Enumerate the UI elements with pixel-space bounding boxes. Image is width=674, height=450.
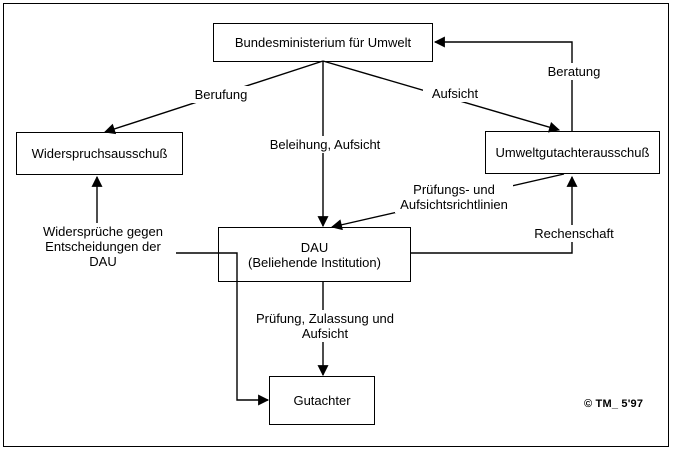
node-dau-label-line2: (Beliehende Institution) [248, 254, 381, 270]
edge-label-pruefungsrichtlinien: Prüfungs- und Aufsichtsrichtlinien [395, 181, 513, 213]
edge-label-rechenschaft-text: Rechenschaft [534, 226, 614, 241]
node-bundesministerium-label: Bundesministerium für Umwelt [234, 35, 412, 50]
node-bundesministerium: Bundesministerium für Umwelt [213, 23, 433, 62]
edge-label-widersprueche: Widersprüche gegen Entscheidungen der DA… [30, 223, 176, 270]
copyright-text: © TM_ 5'97 [584, 398, 644, 410]
edge-label-widersprueche-line1: Widersprüche gegen [43, 224, 163, 239]
edge-label-beratung: Beratung [539, 63, 609, 80]
edge-label-pruefung-zulassung-line2: Aufsicht [301, 326, 349, 341]
node-umweltgutachterausschuss: Umweltgutachterausschuß [485, 131, 660, 174]
node-widerspruchsausschuss-label: Widerspruchsausschuß [31, 146, 168, 161]
edge-label-pruefung-zulassung: Prüfung, Zulassung und Aufsicht [247, 310, 403, 342]
edge-label-widersprueche-line2: Entscheidungen der [45, 239, 161, 254]
edge-label-pruefung-zulassung-line1: Prüfung, Zulassung und [255, 311, 395, 326]
outer-border [3, 3, 669, 447]
edge-label-berufung: Berufung [186, 86, 256, 103]
edge-label-widersprueche-line3: DAU [89, 254, 117, 269]
edge-label-berufung-text: Berufung [194, 87, 248, 102]
edge-label-beratung-text: Beratung [547, 64, 601, 79]
node-dau-label-line1: DAU [300, 239, 329, 255]
node-widerspruchsausschuss: Widerspruchsausschuß [16, 132, 183, 175]
edge-label-beleihung-aufsicht: Beleihung, Aufsicht [251, 136, 399, 153]
node-gutachter: Gutachter [269, 376, 375, 425]
edge-label-aufsicht-text: Aufsicht [431, 86, 479, 101]
edge-label-beleihung-aufsicht-text: Beleihung, Aufsicht [269, 137, 381, 152]
node-dau: DAU (Beliehende Institution) [218, 227, 411, 282]
node-gutachter-label: Gutachter [293, 393, 351, 408]
edge-label-aufsicht: Aufsicht [423, 85, 487, 102]
node-umweltgutachterausschuss-label: Umweltgutachterausschuß [495, 145, 650, 160]
edge-label-pruefungsrichtlinien-line1: Prüfungs- und [413, 182, 495, 197]
edge-label-pruefungsrichtlinien-line2: Aufsichtsrichtlinien [400, 197, 508, 212]
edge-label-rechenschaft: Rechenschaft [524, 225, 624, 242]
